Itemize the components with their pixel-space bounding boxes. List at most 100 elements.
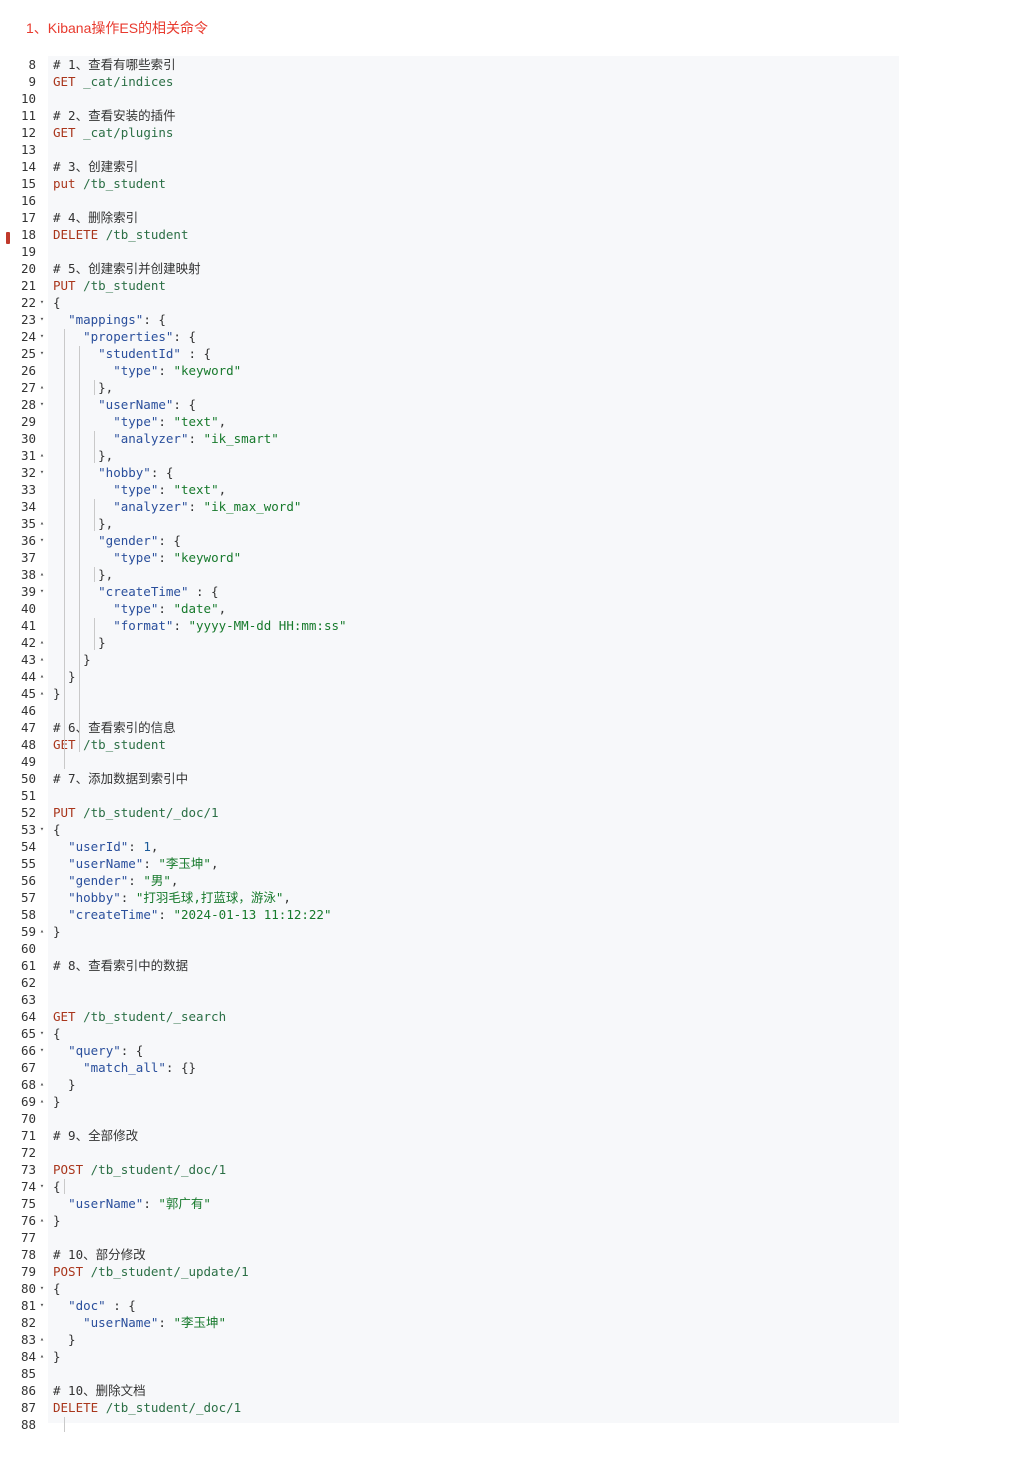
code-line[interactable]: 10 [0,90,900,107]
fold-expanded-icon[interactable]: ▾ [39,349,45,357]
code-line[interactable]: 46 [0,702,900,719]
code-line[interactable]: 76▴} [0,1212,900,1229]
code-line[interactable]: 85 [0,1365,900,1382]
code-line[interactable]: 75 "userName": "郭广有" [0,1195,900,1212]
code-line[interactable]: 39▾ "createTime" : { [0,583,900,600]
fold-collapse-icon[interactable]: ▴ [39,672,45,680]
code-line[interactable]: 31▴ }, [0,447,900,464]
code-line[interactable]: 74▾{ [0,1178,900,1195]
code-line[interactable]: 23▾ "mappings": { [0,311,900,328]
fold-expanded-icon[interactable]: ▾ [39,1182,45,1190]
code-line[interactable]: 36▾ "gender": { [0,532,900,549]
code-line[interactable]: 33 "type": "text", [0,481,900,498]
fold-collapse-icon[interactable]: ▴ [39,1097,45,1105]
code-line[interactable]: 35▴ }, [0,515,900,532]
code-line[interactable]: 44▴ } [0,668,900,685]
code-line[interactable]: 30 "analyzer": "ik_smart" [0,430,900,447]
code-line[interactable]: 34 "analyzer": "ik_max_word" [0,498,900,515]
code-line[interactable]: 54 "userId": 1, [0,838,900,855]
fold-expanded-icon[interactable]: ▾ [39,536,45,544]
fold-collapse-icon[interactable]: ▴ [39,1335,45,1343]
code-line[interactable]: 59▴} [0,923,900,940]
fold-expanded-icon[interactable]: ▾ [39,1301,45,1309]
code-line[interactable]: 78# 10、部分修改 [0,1246,900,1263]
code-line[interactable]: 38▴ }, [0,566,900,583]
code-line[interactable]: 80▾{ [0,1280,900,1297]
fold-collapse-icon[interactable]: ▴ [39,689,45,697]
code-area[interactable] [48,56,899,1423]
code-line[interactable]: 45▴} [0,685,900,702]
code-line[interactable]: 86# 10、删除文档 [0,1382,900,1399]
code-line[interactable]: 25▾ "studentId" : { [0,345,900,362]
fold-collapse-icon[interactable]: ▴ [39,519,45,527]
code-line[interactable]: 11# 2、查看安装的插件 [0,107,900,124]
code-line[interactable]: 26 "type": "keyword" [0,362,900,379]
code-line[interactable]: 13 [0,141,900,158]
code-line[interactable]: 55 "userName": "李玉坤", [0,855,900,872]
code-line[interactable]: 24▾ "properties": { [0,328,900,345]
code-line[interactable]: 20# 5、创建索引并创建映射 [0,260,900,277]
code-line[interactable]: 65▾{ [0,1025,900,1042]
code-line[interactable]: 32▾ "hobby": { [0,464,900,481]
fold-collapse-icon[interactable]: ▴ [39,383,45,391]
code-line[interactable]: 56 "gender": "男", [0,872,900,889]
fold-expanded-icon[interactable]: ▾ [39,332,45,340]
fold-collapse-icon[interactable]: ▴ [39,655,45,663]
code-line[interactable]: 88 [0,1416,900,1433]
fold-collapse-icon[interactable]: ▴ [39,638,45,646]
code-line[interactable]: 71# 9、全部修改 [0,1127,900,1144]
fold-expanded-icon[interactable]: ▾ [39,825,45,833]
code-line[interactable]: 19 [0,243,900,260]
fold-collapse-icon[interactable]: ▴ [39,927,45,935]
fold-expanded-icon[interactable]: ▾ [39,1284,45,1292]
code-line[interactable]: 61# 8、查看索引中的数据 [0,957,900,974]
code-line[interactable]: 77 [0,1229,900,1246]
code-line[interactable]: 16 [0,192,900,209]
code-line[interactable]: 53▾{ [0,821,900,838]
fold-collapse-icon[interactable]: ▴ [39,1352,45,1360]
code-line[interactable]: 68▴ } [0,1076,900,1093]
code-line[interactable]: 69▴} [0,1093,900,1110]
code-line[interactable]: 37 "type": "keyword" [0,549,900,566]
fold-expanded-icon[interactable]: ▾ [39,298,45,306]
code-line[interactable]: 42▴ } [0,634,900,651]
code-line[interactable]: 70 [0,1110,900,1127]
fold-collapse-icon[interactable]: ▴ [39,1080,45,1088]
code-line[interactable]: 84▴} [0,1348,900,1365]
code-line[interactable]: 63 [0,991,900,1008]
code-line[interactable]: 83▴ } [0,1331,900,1348]
code-line[interactable]: 47# 6、查看索引的信息 [0,719,900,736]
code-line[interactable]: 58 "createTime": "2024-01-13 11:12:22" [0,906,900,923]
fold-collapse-icon[interactable]: ▴ [39,570,45,578]
code-line[interactable]: 17# 4、删除索引 [0,209,900,226]
code-line[interactable]: 40 "type": "date", [0,600,900,617]
code-line[interactable]: 82 "userName": "李玉坤" [0,1314,900,1331]
code-line[interactable]: 49 [0,753,900,770]
fold-expanded-icon[interactable]: ▾ [39,1046,45,1054]
fold-expanded-icon[interactable]: ▾ [39,400,45,408]
code-line[interactable]: 66▾ "query": { [0,1042,900,1059]
code-line[interactable]: 43▴ } [0,651,900,668]
fold-expanded-icon[interactable]: ▾ [39,315,45,323]
code-line[interactable]: 14# 3、创建索引 [0,158,900,175]
code-line[interactable]: 60 [0,940,900,957]
fold-collapse-icon[interactable]: ▴ [39,1216,45,1224]
code-line[interactable]: 28▾ "userName": { [0,396,900,413]
code-line[interactable]: 8# 1、查看有哪些索引 [0,56,900,73]
code-line[interactable]: 48GET /tb_student [0,736,900,753]
code-line[interactable]: 41 "format": "yyyy-MM-dd HH:mm:ss" [0,617,900,634]
fold-collapse-icon[interactable]: ▴ [39,451,45,459]
code-line[interactable]: 51 [0,787,900,804]
fold-expanded-icon[interactable]: ▾ [39,587,45,595]
